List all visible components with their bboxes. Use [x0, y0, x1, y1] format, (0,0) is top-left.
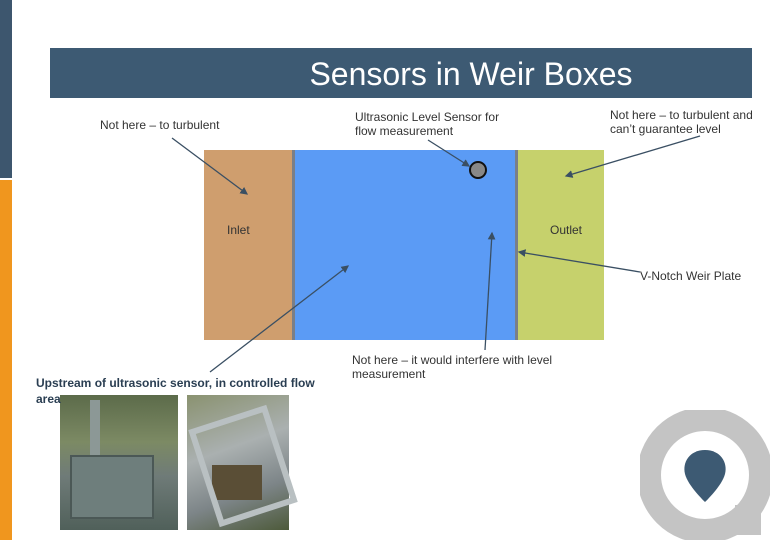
upstream-caption: Upstream of ultrasonic sensor, in contro… [36, 375, 366, 407]
baffle-wall-left [292, 150, 295, 340]
weir-plate-wall [515, 150, 518, 340]
upstream-line2: area [36, 392, 61, 406]
upstream-line1: Upstream of ultrasonic sensor, in contro… [36, 376, 315, 390]
label-ultrasonic-line1: Ultrasonic Level Sensor for [355, 110, 500, 124]
label-not-here-inlet: Not here – to turbulent [100, 118, 220, 132]
page-title: Sensors in Weir Boxes [309, 56, 633, 92]
weir-box-photo-2 [187, 395, 298, 530]
photo-water [212, 465, 262, 500]
outlet-chamber [518, 150, 604, 340]
label-weir-plate: V-Notch Weir Plate [640, 269, 742, 283]
arrow-upstream [209, 265, 350, 373]
label-ultrasonic-line2: flow measurement [355, 124, 454, 138]
label-inlet: Inlet [227, 223, 250, 237]
label-not-here-outlet-line2: can’t guarantee level [610, 122, 721, 136]
arrow-interfere [484, 231, 496, 351]
label-interfere-line1: Not here – it would interfere with level [352, 353, 553, 367]
photo-tank [70, 455, 154, 519]
arrow-weir-plate [517, 249, 641, 273]
title-bar: Sensors in Weir Boxes [50, 48, 752, 98]
photo-pipe [90, 400, 100, 460]
photo-frame [188, 404, 298, 528]
arrow-outlet [564, 135, 701, 178]
middle-chamber [292, 150, 518, 340]
label-outlet: Outlet [550, 223, 583, 237]
side-accent-orange [0, 180, 12, 540]
circle-sensor-icon [469, 161, 487, 179]
location-pin-logo-icon [640, 410, 770, 540]
arrow-inlet [171, 137, 249, 195]
inlet-chamber [204, 150, 292, 340]
weir-box-photo-1 [60, 395, 178, 530]
label-interfere-line2: measurement [352, 367, 426, 381]
side-accent-dark [0, 0, 12, 178]
label-not-here-outlet-line1: Not here – to turbulent and [610, 108, 753, 122]
arrow-sensor [427, 139, 471, 167]
